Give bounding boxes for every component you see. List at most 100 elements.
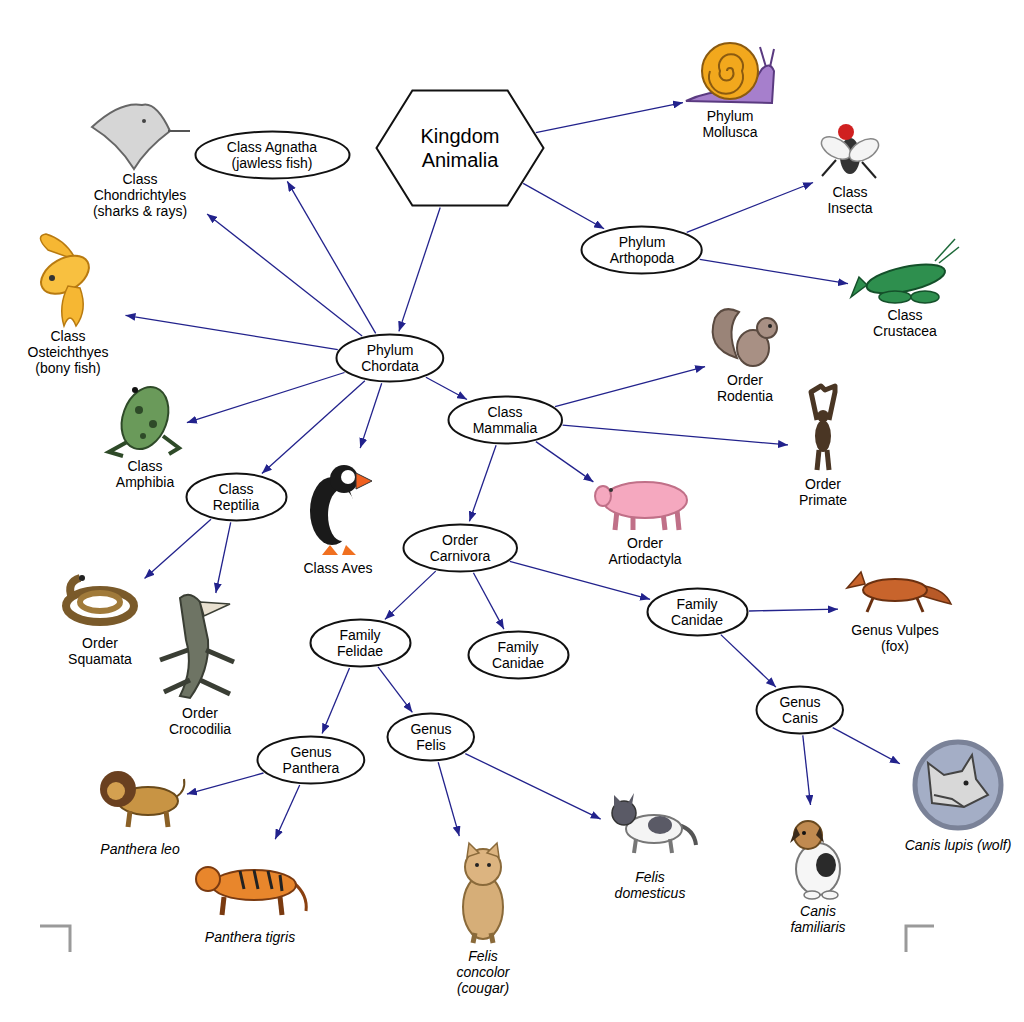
taxon-ellipse: Class Reptilia xyxy=(185,472,288,522)
taxon-picture: Order Squamata xyxy=(57,565,143,671)
ellipse-outline xyxy=(258,737,365,784)
taxonomy-arrow xyxy=(687,183,813,233)
taxon-picture: Class Amphibia xyxy=(105,378,185,494)
puffin-picture xyxy=(341,470,355,484)
chimpanzee-picture xyxy=(811,386,835,470)
ellipse-outline xyxy=(757,687,844,734)
taxon-picture: Order Artiodactyla xyxy=(595,465,695,571)
ellipse-outline xyxy=(195,132,349,179)
ellipse-outline xyxy=(403,525,517,572)
lobster-picture xyxy=(911,291,939,303)
lion-picture xyxy=(166,811,168,827)
cat-picture xyxy=(612,793,696,853)
crocodile-picture xyxy=(164,680,190,692)
taxon-caption: Phylum Mollusca xyxy=(695,108,765,140)
chimpanzee-picture xyxy=(815,420,831,452)
snake-picture xyxy=(66,575,134,622)
taxonomy-arrow xyxy=(523,183,604,228)
taxonomy-arrow xyxy=(438,762,459,836)
cat-picture xyxy=(670,839,672,853)
stingray-picture xyxy=(92,104,190,169)
tiger-picture xyxy=(222,897,224,915)
taxon-picture: Class Insecta xyxy=(815,116,885,220)
taxonomy-arrow xyxy=(322,668,349,734)
goldfish-picture xyxy=(62,286,83,326)
snake-picture xyxy=(79,575,85,581)
taxonomy-arrow xyxy=(216,522,231,593)
goldfish-picture xyxy=(34,234,95,326)
taxon-caption: Felis domesticus xyxy=(610,869,690,901)
taxon-caption: Panthera tigris xyxy=(205,929,295,945)
corner-mark xyxy=(40,926,70,952)
taxonomy-arrow xyxy=(360,383,382,448)
taxonomy-arrow xyxy=(126,315,338,349)
taxon-picture: Panthera leo xyxy=(95,753,185,861)
lobster-picture xyxy=(939,247,959,263)
ellipse-outline xyxy=(468,632,568,679)
dog-picture xyxy=(822,891,838,899)
dog-picture xyxy=(816,853,836,877)
taxonomy-arrow xyxy=(187,373,345,423)
taxon-picture: Canis familiaris xyxy=(775,807,861,939)
taxonomy-arrow xyxy=(275,785,300,839)
wolf-picture xyxy=(934,795,964,807)
cat-picture xyxy=(614,793,634,807)
fox-picture xyxy=(847,572,865,588)
taxon-picture: Class Aves xyxy=(298,450,378,580)
taxon-caption: Order Crocodilia xyxy=(160,705,240,737)
taxon-caption: Order Squamata xyxy=(60,635,140,667)
lion-picture xyxy=(128,811,130,827)
taxonomy-arrow xyxy=(399,208,440,332)
taxon-name: Genus Panthera xyxy=(279,744,344,776)
squirrel-picture xyxy=(757,318,777,338)
ellipse-outline xyxy=(448,397,562,444)
taxon-picture: Phylum Mollusca xyxy=(685,42,775,144)
tiger-picture xyxy=(212,870,296,900)
taxon-picture: Panthera tigris xyxy=(190,841,310,949)
ellipse-outline xyxy=(337,335,444,382)
taxon-name: Phylum Chordata xyxy=(358,342,423,374)
cougar-picture xyxy=(463,843,503,943)
hexagon-outline xyxy=(375,89,545,207)
taxon-ellipse: Order Carnivora xyxy=(402,523,519,573)
taxon-caption: Canis lupis (wolf) xyxy=(905,837,1012,853)
taxon-picture: Felis concolor (cougar) xyxy=(445,838,521,1000)
cougar-picture xyxy=(487,863,491,867)
taxon-ellipse: Class Mammalia xyxy=(447,395,564,445)
stingray-picture xyxy=(168,130,190,132)
taxonomy-arrow xyxy=(721,635,776,688)
stingray-picture xyxy=(92,104,170,169)
frog-picture xyxy=(132,387,138,393)
taxon-name: Order Carnivora xyxy=(425,532,495,564)
snail-picture xyxy=(709,54,743,94)
dog-picture xyxy=(804,891,820,899)
taxon-ellipse: Phylum Chordata xyxy=(335,333,445,383)
ellipse-outline xyxy=(186,474,286,521)
pig-picture xyxy=(609,488,613,492)
taxon-caption: Class Insecta xyxy=(820,184,880,216)
taxon-picture: Class Chondrichtyles (sharks & rays) xyxy=(75,99,206,223)
taxon-ellipse: Family Canidae xyxy=(646,587,749,637)
taxonomy-arrow xyxy=(555,367,705,407)
chimpanzee-picture xyxy=(817,450,819,470)
kingdom-hexagon: Kingdom Animalia xyxy=(375,89,545,207)
tiger-picture xyxy=(280,897,282,915)
taxon-name: Family Canidae xyxy=(667,596,727,628)
taxonomy-arrow xyxy=(536,442,594,482)
snail-picture xyxy=(770,49,774,67)
fox-picture xyxy=(863,579,927,601)
snail-picture xyxy=(702,43,758,99)
taxon-caption: Felis concolor (cougar) xyxy=(448,948,518,996)
taxon-caption: Canis familiaris xyxy=(778,903,858,935)
fly-picture xyxy=(838,124,854,140)
frog-picture xyxy=(163,436,179,454)
hexagon-outline xyxy=(377,91,544,206)
tiger-picture xyxy=(240,870,282,891)
puffin-picture xyxy=(310,465,372,555)
taxon-ellipse: Genus Canis xyxy=(755,685,845,735)
cougar-picture xyxy=(473,933,475,943)
crocodile-picture xyxy=(206,650,234,662)
ellipse-outline xyxy=(582,227,702,274)
pig-picture xyxy=(595,482,687,530)
